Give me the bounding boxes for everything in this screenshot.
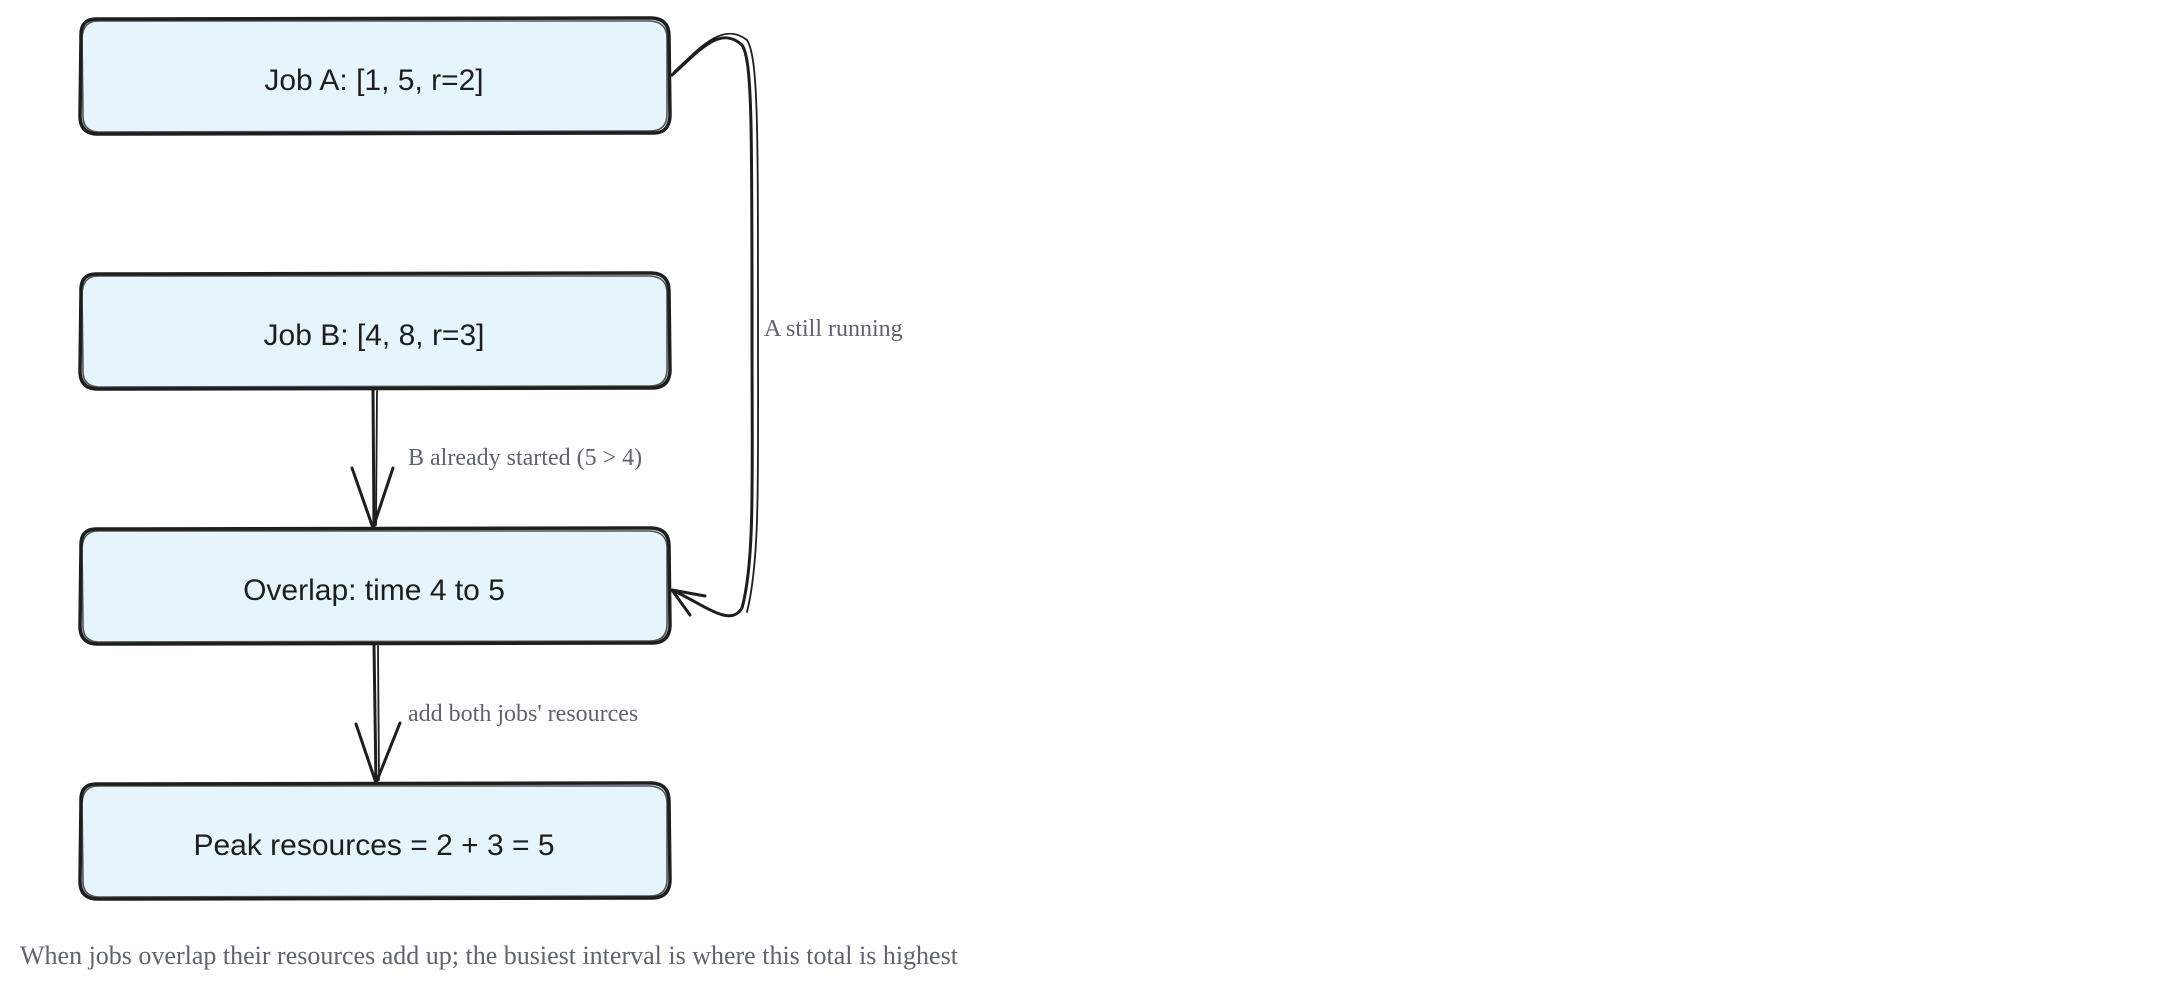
node-job-a-label: Job A: [1, 5, r=2] <box>264 64 483 97</box>
edge-label-b-already-started: B already started (5 > 4) <box>408 445 642 471</box>
edge-label-a-still-running: A still running <box>764 316 903 342</box>
arrowhead-icon <box>350 466 395 530</box>
diagram-caption: When jobs overlap their resources add up… <box>20 941 959 970</box>
node-job-b[interactable]: Job B: [4, 8, r=3] <box>78 271 672 391</box>
node-peak-label: Peak resources = 2 + 3 = 5 <box>193 829 554 862</box>
edge-overlap-to-peak: add both jobs' resources <box>354 643 638 785</box>
node-overlap[interactable]: Overlap: time 4 to 5 <box>78 526 672 646</box>
node-job-a[interactable]: Job A: [1, 5, r=2] <box>78 16 672 136</box>
edge-label-add-both: add both jobs' resources <box>408 701 638 727</box>
arrowhead-icon <box>670 588 707 617</box>
edge-job-a-to-overlap: A still running <box>670 32 903 618</box>
node-overlap-label: Overlap: time 4 to 5 <box>243 574 505 607</box>
node-peak[interactable]: Peak resources = 2 + 3 = 5 <box>78 781 672 901</box>
node-job-b-label: Job B: [4, 8, r=3] <box>264 319 485 352</box>
edge-job-b-to-overlap: B already started (5 > 4) <box>350 388 642 530</box>
arrowhead-icon <box>354 721 402 785</box>
